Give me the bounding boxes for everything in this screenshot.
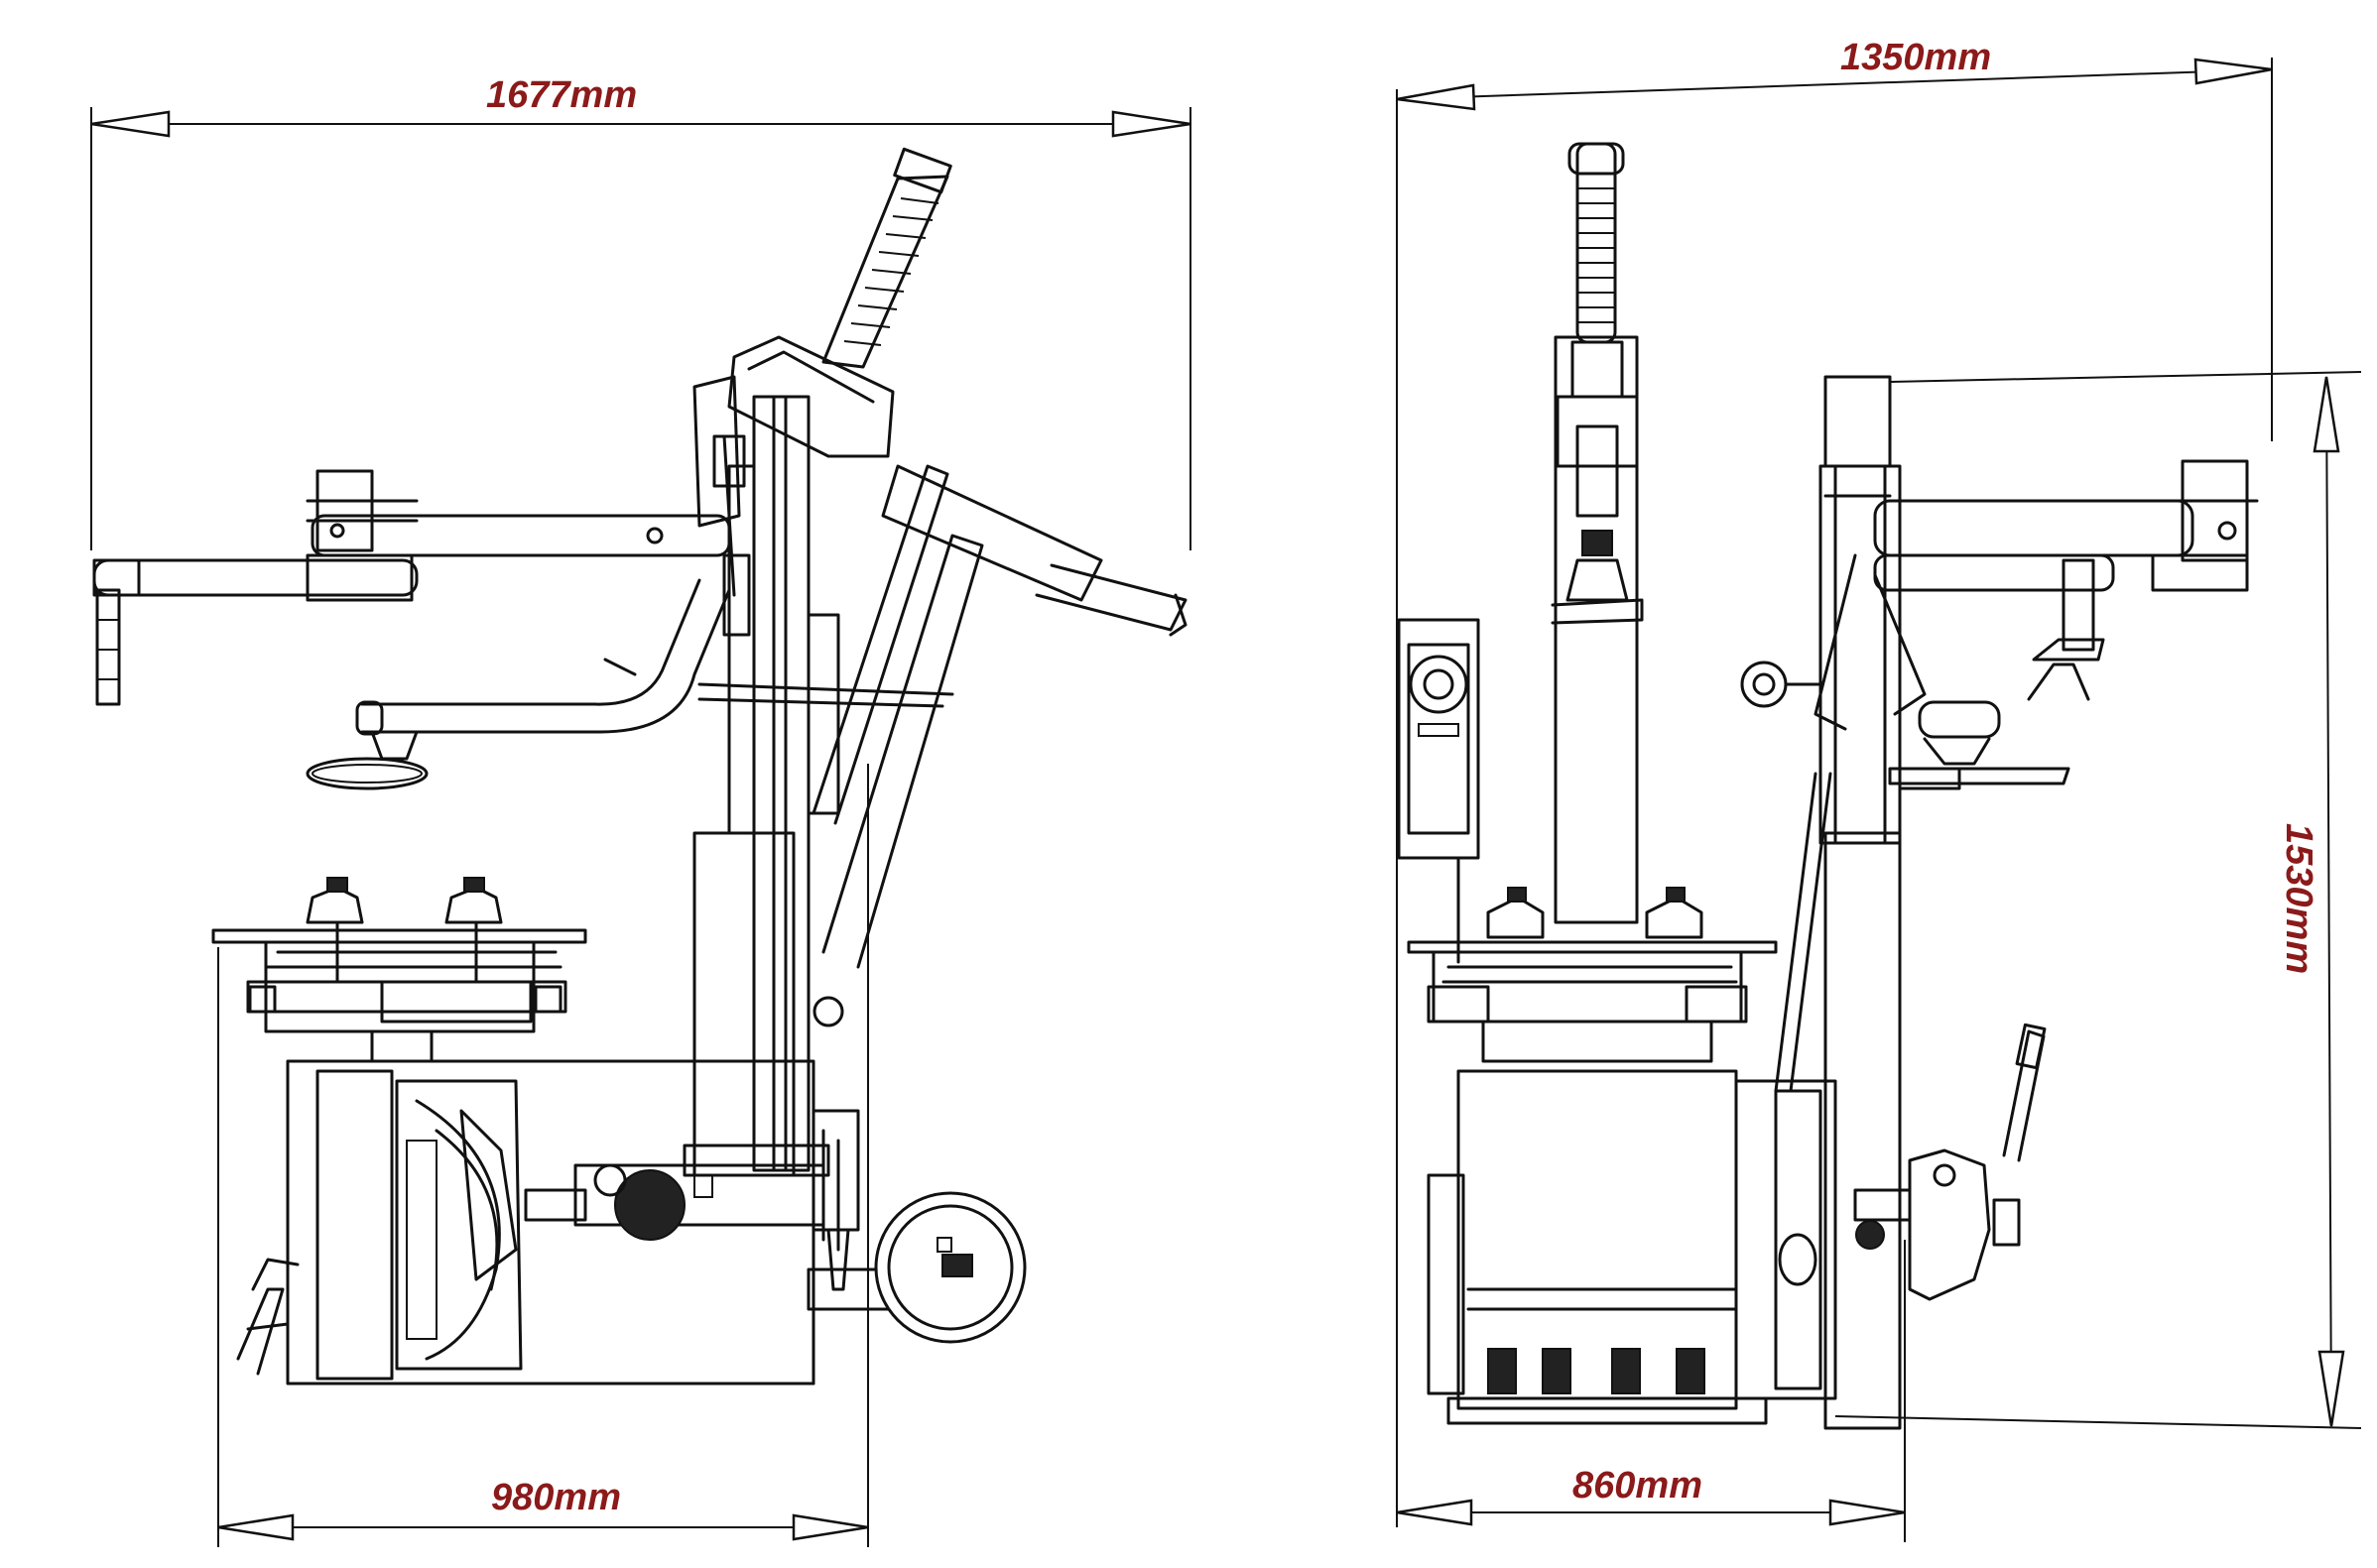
dim-right-depth-label: 860mm bbox=[1572, 1465, 1702, 1507]
dim-left-width-label: 1677mm bbox=[486, 74, 637, 116]
left-spring bbox=[821, 147, 952, 369]
left-view-dimensions: 1677mm 980mm bbox=[90, 74, 1191, 1547]
dim-right-height-label: 1530mm bbox=[2278, 823, 2319, 974]
dim-right-width-label: 1350mm bbox=[1840, 37, 1991, 78]
dim-left-depth-label: 980mm bbox=[491, 1477, 621, 1518]
right-view-dimensions: 1350mm 860mm 1530mm bbox=[1396, 37, 2362, 1542]
left-view-machine bbox=[92, 147, 1188, 1386]
right-view-machine bbox=[1397, 142, 2259, 1430]
